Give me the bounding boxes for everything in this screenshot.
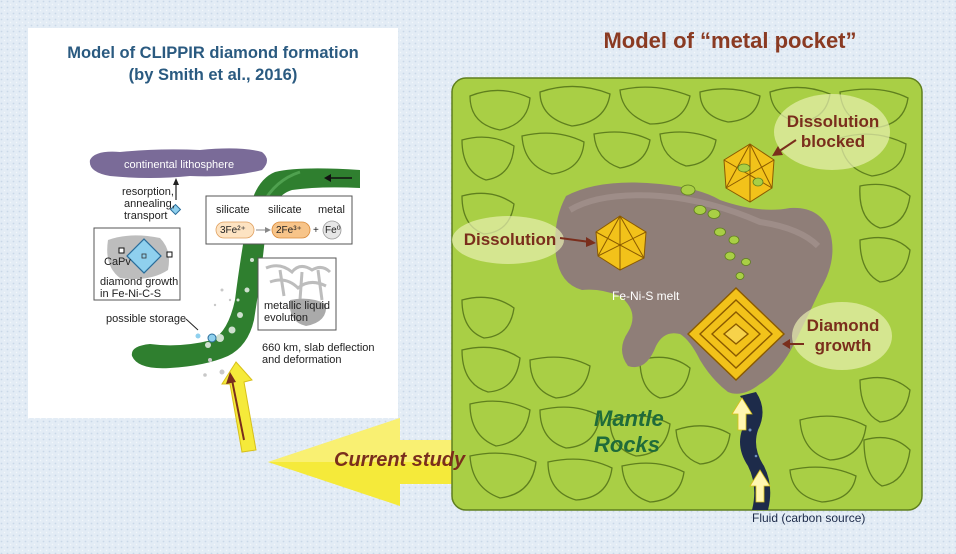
blocked-pointer bbox=[777, 139, 797, 153]
dissolution-blocked-bubble bbox=[774, 94, 890, 170]
diamond-growth-label-1: diamond growth bbox=[100, 276, 179, 288]
diamond-growth-line1: Diamond bbox=[806, 316, 880, 335]
ferrous-iron-label: 3Fe²⁺ bbox=[220, 225, 246, 236]
metal-label: metal bbox=[318, 204, 345, 216]
mantle-rocks-line2: Rocks bbox=[594, 432, 661, 457]
diamond-growth-label: Diamond growth bbox=[794, 316, 892, 356]
stored-diamond-icon bbox=[207, 333, 217, 343]
capv-label: CaPv bbox=[104, 256, 131, 268]
mantle-rocks-label: Mantle Rocks bbox=[594, 406, 664, 458]
growing-diamond bbox=[686, 287, 786, 381]
continental-lithosphere bbox=[89, 148, 267, 178]
current-study-label: Current study bbox=[334, 449, 466, 471]
ferric-iron-label: 2Fe³⁺ bbox=[276, 225, 302, 236]
diamond-growth-line2: growth bbox=[814, 336, 872, 355]
metallic-iron-label: Fe⁰ bbox=[325, 225, 341, 236]
dissolution-blocked-label: Dissolution blocked bbox=[778, 112, 888, 152]
equation-plus: + bbox=[313, 225, 319, 236]
fluid-arrow-upper bbox=[731, 397, 753, 431]
resorption-label-2: annealing, bbox=[124, 198, 175, 210]
clippir-title-line1: Model of CLIPPIR diamond formation bbox=[67, 44, 359, 62]
fe-ni-s-melt-label: Fe-Ni-S melt bbox=[612, 289, 680, 303]
clippir-model-title: Model of CLIPPIR diamond formation (by S… bbox=[28, 42, 398, 86]
upward-study-arrow bbox=[221, 361, 257, 453]
metallic-liquid-label-2: evolution bbox=[264, 312, 309, 324]
blocked-diamond bbox=[723, 143, 775, 203]
dissolution-bubble bbox=[452, 216, 564, 264]
possible-storage-label: possible storage bbox=[106, 313, 187, 325]
subducting-slab bbox=[131, 168, 360, 369]
melt-droplets bbox=[680, 184, 751, 280]
dissolution-label: Dissolution bbox=[463, 230, 557, 249]
diamond-small-icon bbox=[169, 203, 182, 216]
dissolving-diamond bbox=[595, 215, 647, 271]
dissolution-blocked-line1: Dissolution bbox=[786, 112, 880, 131]
diamond-growth-label-2: in Fe-Ni-C-S bbox=[100, 288, 162, 300]
dissolution-pointer bbox=[559, 237, 591, 243]
metallic-liquid-label-1: metallic liquid bbox=[264, 300, 331, 312]
silicate-label-1: silicate bbox=[216, 204, 250, 216]
slab-deflection-label-1: 660 km, slab deflection bbox=[262, 342, 375, 354]
resorption-label-3: transport bbox=[124, 210, 168, 222]
diamond-growth-bubble bbox=[792, 302, 892, 370]
continental-lithosphere-label: continental lithosphere bbox=[124, 159, 235, 171]
silicate-label-2: silicate bbox=[268, 204, 302, 216]
metal-pocket-title: Model of “metal pocket” bbox=[603, 28, 857, 53]
diamond-in-metal-icon bbox=[126, 238, 162, 274]
fluid-arrow-lower bbox=[749, 469, 771, 503]
resorption-label-1: resorption, bbox=[122, 186, 174, 198]
dissolution-blocked-line2: blocked bbox=[800, 132, 866, 151]
fluid-carbon-source-label: Fluid (carbon source) bbox=[752, 511, 866, 525]
clippir-title-citation: (by Smith et al., 2016) bbox=[128, 66, 298, 84]
mantle-rocks-line1: Mantle bbox=[594, 406, 664, 431]
slab-deflection-label-2: and deformation bbox=[262, 354, 342, 366]
